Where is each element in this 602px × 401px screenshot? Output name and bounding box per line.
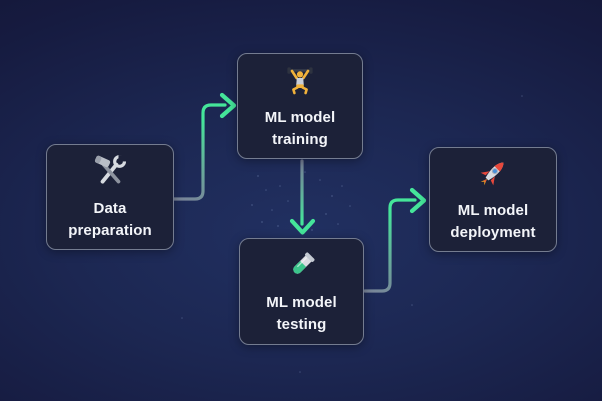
node-label: ML model training — [264, 108, 336, 148]
node-data-preparation: Data preparation — [46, 144, 174, 250]
node-label: Data preparation — [68, 199, 152, 239]
node-ml-model-deployment: ML model deployment — [429, 147, 557, 252]
test-tube-icon — [286, 247, 318, 283]
node-label: ML model deployment — [450, 202, 536, 241]
hammer-wrench-icon — [92, 153, 128, 189]
rocket-icon — [476, 155, 510, 191]
background-speckles — [181, 95, 523, 373]
node-ml-model-testing: ML model testing — [239, 238, 364, 345]
weightlifter-icon — [284, 62, 316, 98]
arrow-testing-to-deployment — [363, 187, 427, 293]
arrow-preparation-to-training — [172, 92, 237, 201]
arrow-training-to-testing — [289, 159, 316, 235]
node-ml-model-training: ML model training — [237, 53, 363, 159]
node-label: ML model testing — [266, 294, 337, 333]
